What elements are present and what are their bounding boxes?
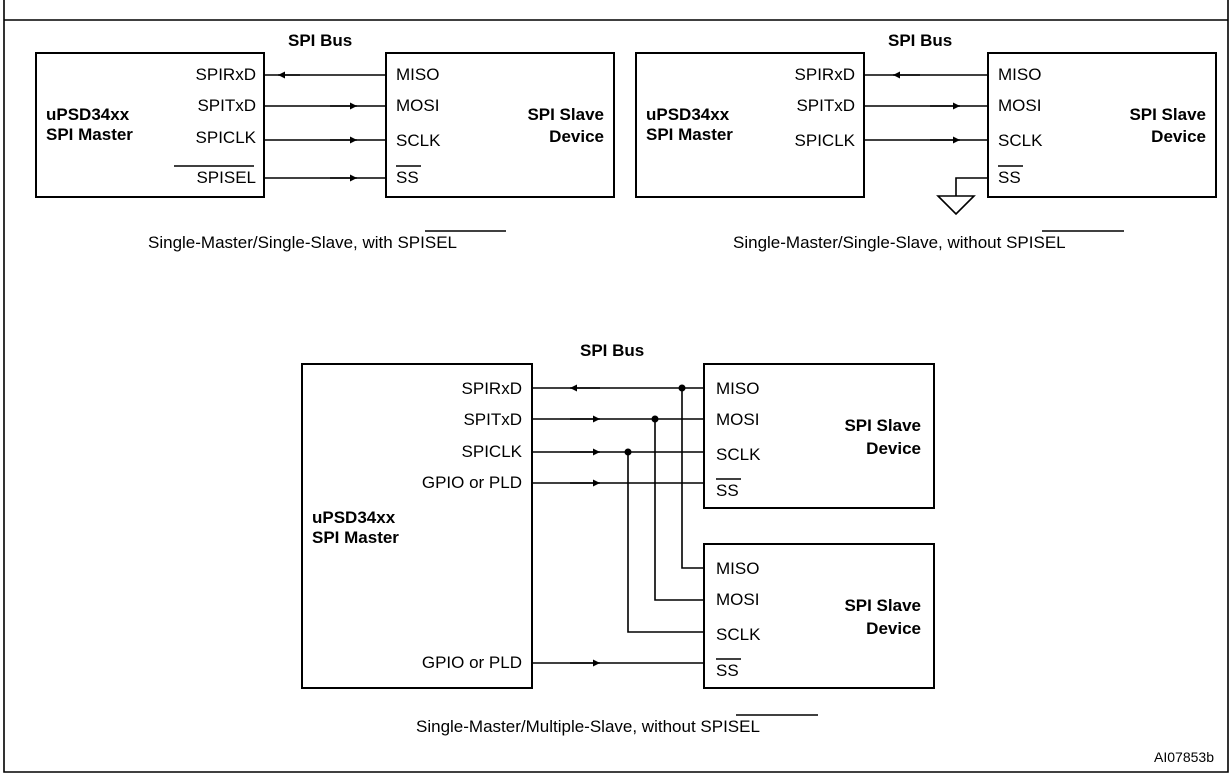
pin-sclk: SCLK <box>716 445 761 464</box>
slave-box <box>385 52 615 198</box>
caption-a: Single-Master/Single-Slave, with SPISEL <box>148 233 457 252</box>
config-with-spisel: SPI Bus uPSD34xx SPI Master SPIRxD SPITx… <box>35 31 615 252</box>
slave-name-line2: Device <box>866 439 921 458</box>
pin-gpio-1: GPIO or PLD <box>422 473 522 492</box>
spi-bus-label: SPI Bus <box>888 31 952 50</box>
pin-spiclk: SPICLK <box>196 128 257 147</box>
pin-spitxd: SPITxD <box>197 96 256 115</box>
master-box <box>301 363 533 689</box>
pin-ss: SS <box>716 481 739 500</box>
junction-dot-miso <box>678 384 686 392</box>
pin-ss: SS <box>998 168 1021 187</box>
pin-miso: MISO <box>716 559 759 578</box>
caption-c: Single-Master/Multiple-Slave, without SP… <box>416 717 760 736</box>
master-box <box>35 52 265 198</box>
pin-miso: MISO <box>716 379 759 398</box>
master-name-line1: uPSD34xx <box>312 508 396 527</box>
pin-sclk: SCLK <box>716 625 761 644</box>
pin-spitxd: SPITxD <box>796 96 855 115</box>
slave-box <box>987 52 1217 198</box>
pin-spiclk: SPICLK <box>462 442 523 461</box>
master-name-line2: SPI Master <box>646 125 733 144</box>
config-without-spisel: SPI Bus uPSD34xx SPI Master SPIRxD SPITx… <box>635 31 1217 252</box>
pin-spisel: SPISEL <box>196 168 256 187</box>
pin-spirxd: SPIRxD <box>462 379 522 398</box>
pin-gpio-2: GPIO or PLD <box>422 653 522 672</box>
master-name-line1: uPSD34xx <box>46 105 130 124</box>
slave-name-line1: SPI Slave <box>844 416 921 435</box>
branch-mosi <box>654 419 704 601</box>
branch-sclk <box>627 452 704 633</box>
pin-ss: SS <box>396 168 419 187</box>
pin-sclk: SCLK <box>396 131 441 150</box>
master-box <box>635 52 865 198</box>
master-name-line2: SPI Master <box>46 125 133 144</box>
pin-sclk: SCLK <box>998 131 1043 150</box>
pin-mosi: MOSI <box>396 96 439 115</box>
figure-frame <box>3 0 1229 773</box>
slave-name-line2: Device <box>549 127 604 146</box>
pin-mosi: MOSI <box>998 96 1041 115</box>
pin-miso: MISO <box>396 65 439 84</box>
slave-name-line1: SPI Slave <box>844 596 921 615</box>
pin-miso: MISO <box>998 65 1041 84</box>
master-name-line2: SPI Master <box>312 528 399 547</box>
config-multiple-slaves: SPI Bus uPSD34xx SPI Master SPIRxD SPITx… <box>301 341 935 736</box>
wire-ss-to-ground <box>955 177 988 196</box>
junction-dot-sclk <box>624 448 632 456</box>
slave-name-line2: Device <box>1151 127 1206 146</box>
spi-bus-label: SPI Bus <box>288 31 352 50</box>
pin-mosi: MOSI <box>716 410 759 429</box>
pin-mosi: MOSI <box>716 590 759 609</box>
pin-spitxd: SPITxD <box>463 410 522 429</box>
figure-id: AI07853b <box>1154 749 1214 765</box>
pin-spiclk: SPICLK <box>795 131 856 150</box>
master-name-line1: uPSD34xx <box>646 105 730 124</box>
caption-b: Single-Master/Single-Slave, without SPIS… <box>733 233 1066 252</box>
junction-dot-mosi <box>651 415 659 423</box>
pin-ss: SS <box>716 661 739 680</box>
slave-box-1 <box>703 363 935 509</box>
ground-icon <box>936 195 976 216</box>
pin-spirxd: SPIRxD <box>196 65 256 84</box>
pin-spirxd: SPIRxD <box>795 65 855 84</box>
spi-bus-label: SPI Bus <box>580 341 644 360</box>
slave-box-2 <box>703 543 935 689</box>
slave-name-line2: Device <box>866 619 921 638</box>
branch-miso <box>681 388 704 569</box>
slave-name-line1: SPI Slave <box>1129 105 1206 124</box>
slave-name-line1: SPI Slave <box>527 105 604 124</box>
